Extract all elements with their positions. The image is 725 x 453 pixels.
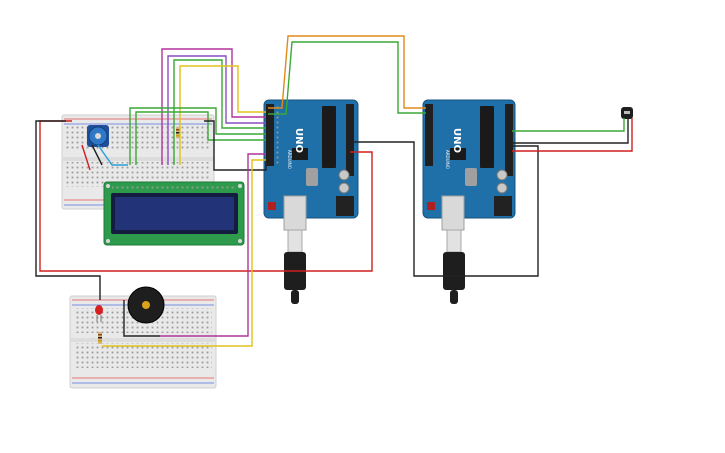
wire-green-sensor [512,118,625,132]
led-icon [95,305,103,322]
wires [35,35,633,347]
arduino-right-brand-label: ARDUINO [445,150,450,169]
wire-black-sensor [512,118,629,144]
wire-yellow-bottom [102,159,266,347]
resistor-icon [176,127,180,138]
wire-green [173,59,266,165]
usb-cable-icon [284,229,306,304]
arduino-left-board-label: UNO [293,128,304,153]
buzzer-icon [127,286,165,324]
wire-green-3 [135,111,266,165]
wire-black-pot [91,144,103,166]
arduino-left-brand-label: ARDUINO [287,150,292,169]
lcd-display [103,181,245,246]
potentiometer-icon [87,125,109,147]
wire-black-top [204,120,267,171]
arduino-right: UNO ARDUINO [422,99,516,231]
wire-black-ground [35,120,101,300]
wire-orange-link [268,35,426,109]
arduino-left: UNO ARDUINO [263,99,359,231]
wire-yellow [179,65,266,165]
wire-blue [97,144,128,166]
wire-black-link [350,141,539,277]
wire-purple [167,55,266,165]
wire-green-link [268,41,426,115]
wire-red-pot [81,144,91,171]
wire-magenta-bottom [160,153,266,337]
usb-cable-icon [443,229,465,304]
wire-red-sensor [512,118,633,152]
arduino-right-board-label: UNO [451,128,462,153]
wire-magenta [161,48,266,165]
wire-green-2 [129,107,266,165]
resistor-icon [98,332,102,344]
wire-black-led [123,300,160,337]
temperature-sensor-icon [621,107,633,119]
